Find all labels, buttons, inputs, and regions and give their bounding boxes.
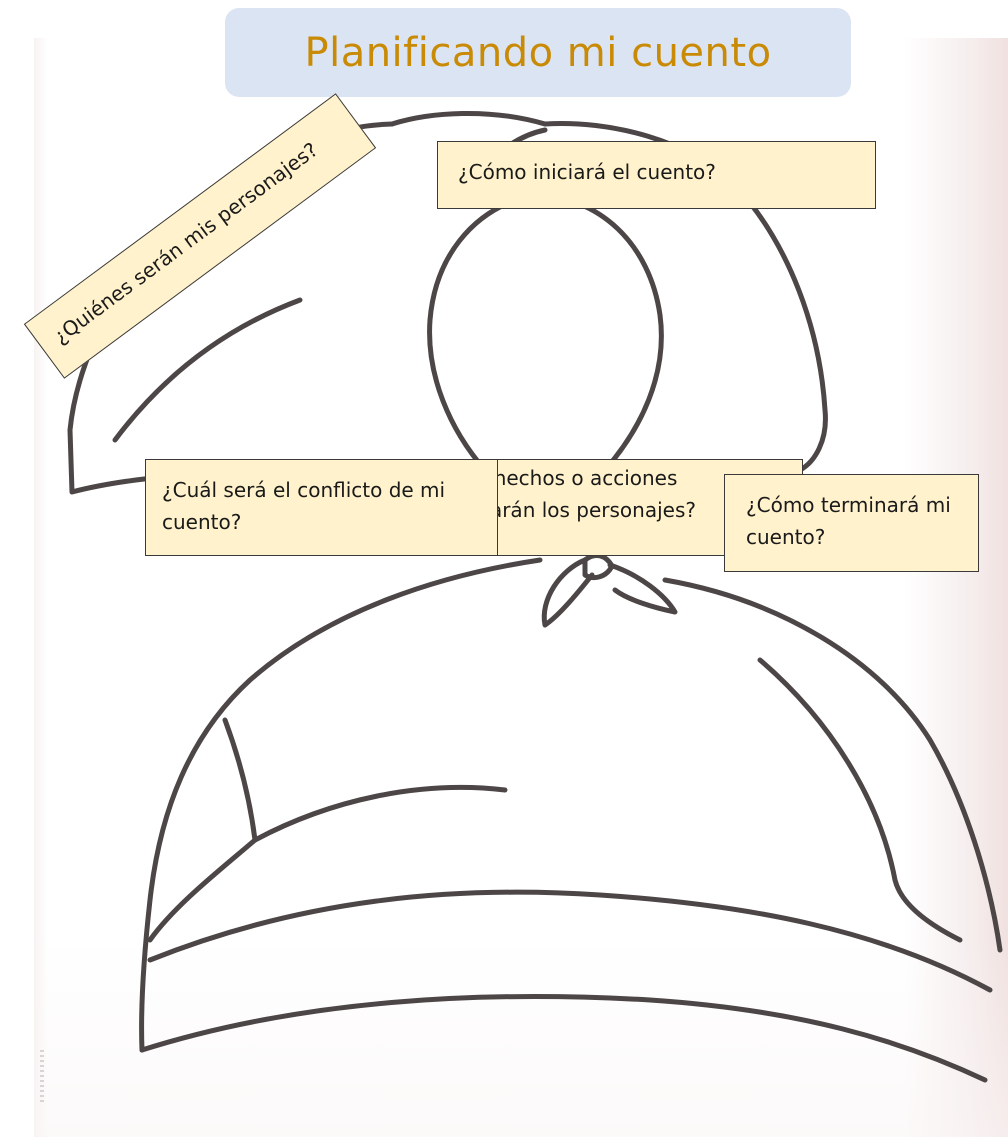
conflict-question-text: ¿Cuál será el conflicto de mi cuento?: [162, 478, 445, 534]
conflict-question-box: ¿Cuál será el conflicto de mi cuento?: [145, 459, 498, 556]
dress-bottom-curve: [150, 892, 990, 990]
dress-hem: [142, 997, 985, 1080]
hood-inner-left: [115, 300, 300, 440]
cape-right: [665, 580, 1000, 950]
page-title: Planificando mi cuento: [304, 30, 771, 76]
dress-center-left: [255, 787, 505, 840]
title-banner: Planificando mi cuento: [225, 8, 851, 97]
beginning-question-text: ¿Cómo iniciará el cuento?: [458, 160, 716, 184]
bow-right: [610, 565, 675, 612]
dress-inner-left: [150, 720, 255, 940]
ending-question-box: ¿Cómo terminará mi cuento?: [724, 474, 979, 572]
hood-top-line: [392, 113, 545, 124]
bow-knot: [585, 555, 612, 577]
dress-inner-right: [760, 660, 960, 940]
ending-question-text: ¿Cómo terminará mi cuento?: [746, 493, 951, 549]
beginning-question-box: ¿Cómo iniciará el cuento?: [437, 141, 876, 209]
